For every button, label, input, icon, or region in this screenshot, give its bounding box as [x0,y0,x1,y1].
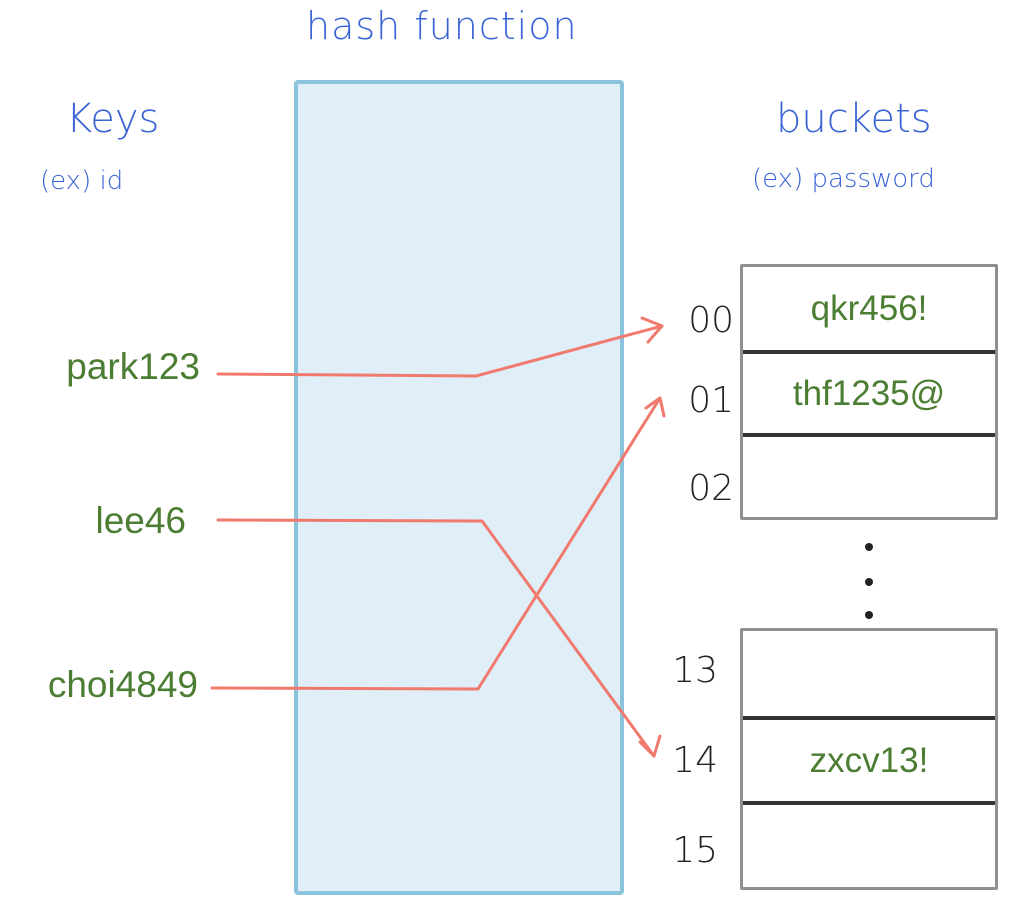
arrow-choi4849-to-01-head [644,396,666,418]
bucket-index-02: 02 [688,468,734,509]
hash-function-label: hash function [306,4,578,48]
bucket-index-00: 00 [688,300,734,341]
bucket-index-14: 14 [672,740,718,781]
bucket-cell-00: qkr456! [810,288,928,328]
bucket-index-13: 13 [672,650,718,691]
buckets-title: buckets [776,96,932,142]
key-choi4849: choi4849 [47,664,198,705]
ellipsis-dot [865,543,873,551]
ellipsis-dot [865,611,873,619]
arrow-lee46-to-14 [216,518,656,758]
bucket-index-15: 15 [672,830,718,871]
arrow-choi4849-to-01 [210,396,662,691]
keys-example-label: (ex) id [40,166,124,196]
keys-title: Keys [66,96,160,142]
key-park123: park123 [66,346,200,387]
bucket-index-01: 01 [688,380,734,421]
ellipsis-dot [865,578,873,586]
arrow-park123-to-00 [216,324,664,378]
bucket-cell-02 [743,433,995,516]
arrow-lee46-to-14-head [638,734,662,758]
hash-function-box [294,80,624,895]
buckets-example-label: (ex) password [752,164,935,194]
bucket-group-bottom: zxcv13! [740,628,998,890]
bucket-cell-15 [743,801,995,886]
arrow-park123-to-00-head [640,316,664,344]
bucket-cell-14: zxcv13! [743,716,995,801]
bucket-group-top: qkr456! thf1235@ [740,264,998,520]
key-lee46: lee46 [95,500,186,541]
bucket-cell-01: thf1235@ [743,350,995,433]
